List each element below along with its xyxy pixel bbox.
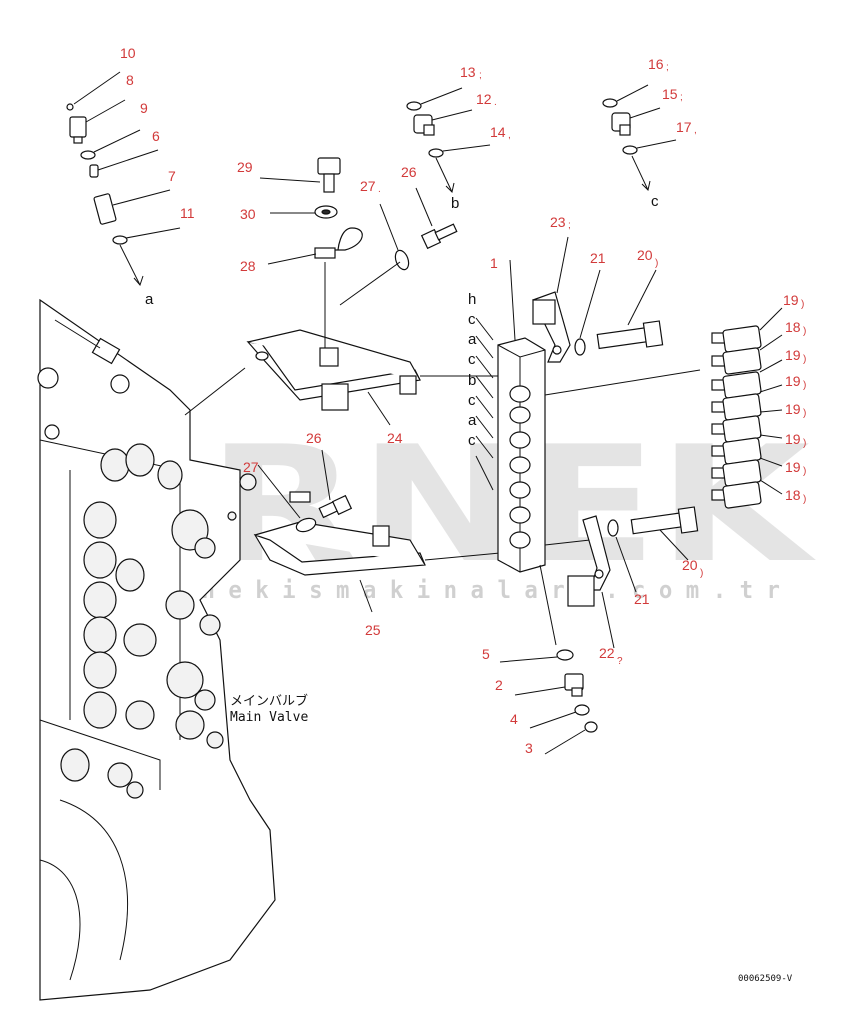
callout-6: 6 [152,128,160,144]
callout-20-bottom: 20 [682,557,698,573]
callout-21-top: 21 [590,250,606,266]
callout-labels: 10 8 9 6 7 11 13 ; 12 . 14 , 16 ; 15 ; 1… [120,45,806,756]
callout-20-top-suffix: ) [655,258,658,269]
fitting-group-a: a [66,71,181,308]
callout-16: 16 [648,56,664,72]
port-letter-5: b [468,372,476,389]
callout-9: 9 [140,100,148,116]
callout-19-5: 19 [785,431,801,447]
bracket-22-assembly [567,506,699,649]
callout-19-5-suffix: ) [803,438,806,449]
callout-16-suffix: ; [666,62,669,73]
main-valve-label-jp: メインバルブ [230,693,308,709]
callout-27-mid: 27 [243,459,259,475]
callout-12: 12 [476,91,492,107]
callout-19-4-suffix: ) [803,408,806,419]
callout-26-top: 26 [401,164,417,180]
callout-19-1: 19 [783,292,799,308]
callout-21-bottom: 21 [634,591,650,607]
bracket-23-assembly [532,236,664,363]
callout-27-top-suffix: . [378,184,381,195]
fitting-group-bottom [499,649,598,755]
ref-letter-c: c [651,193,659,210]
callout-3: 3 [525,740,533,756]
callout-1: 1 [490,255,498,271]
valve-spools [60,443,257,799]
callout-18-2: 18 [785,487,801,503]
port-letter-2: c [468,311,476,328]
callout-8: 8 [126,72,134,88]
callout-24: 24 [387,430,403,446]
callout-17: 17 [676,119,692,135]
callout-14: 14 [490,124,506,140]
port-letter-1: h [468,291,476,308]
callout-25: 25 [365,622,381,638]
fitting-group-c: c [602,84,677,210]
callout-26-mid: 26 [306,430,322,446]
callout-19-6: 19 [785,459,801,475]
callout-15-suffix: ; [680,92,683,103]
callout-13: 13 [460,64,476,80]
port-letter-3: a [468,331,477,348]
brackets [184,261,501,613]
callout-18-2-suffix: ) [803,494,806,505]
port-letter-4: c [468,351,476,368]
callout-12-suffix: . [494,97,497,108]
callout-11: 11 [180,205,195,221]
port-arrows [475,317,494,491]
port-letter-7: a [468,412,477,429]
callout-23: 23 [550,214,566,230]
callout-22: 22 [599,645,615,661]
callout-5: 5 [482,646,490,662]
callout-2: 2 [495,677,503,693]
main-valve-drawing: メインバルブ Main Valve [37,298,308,1001]
callout-19-3: 19 [785,373,801,389]
callout-19-2: 19 [785,347,801,363]
callout-20-top: 20 [637,247,653,263]
port-letter-8: c [468,432,476,449]
callout-27-top: 27 [360,178,376,194]
port-letter-6: c [468,392,476,409]
callout-29: 29 [237,159,253,175]
callout-15: 15 [662,86,678,102]
callout-19-2-suffix: ) [803,354,806,365]
callout-10: 10 [120,45,136,61]
callout-19-6-suffix: ) [803,466,806,477]
manifold-block: h c a c b c a c [468,259,701,646]
callout-19-1-suffix: ) [801,299,804,310]
clamp-parts [259,157,458,271]
ref-letter-a: a [145,291,154,308]
callout-13-suffix: ; [479,70,482,81]
ref-letter-b: b [451,195,459,212]
callout-14-suffix: , [508,130,511,141]
callout-7: 7 [168,168,176,184]
fitting-group-b: b [406,87,491,212]
main-valve-label-en: Main Valve [230,710,308,725]
callout-18-1-suffix: ) [803,326,806,337]
callout-19-3-suffix: ) [803,380,806,391]
callout-23-suffix: ; [568,220,571,231]
callout-4: 4 [510,711,518,727]
callout-19-4: 19 [785,401,801,417]
callout-30: 30 [240,206,256,222]
callout-18-1: 18 [785,319,801,335]
callout-28: 28 [240,258,256,274]
callout-20-bottom-suffix: ) [700,568,703,579]
drawing-code: 00062509-V [738,974,793,984]
callout-17-suffix: , [694,125,697,136]
plug-stack [711,307,783,509]
callout-22-suffix: ? [617,656,623,667]
